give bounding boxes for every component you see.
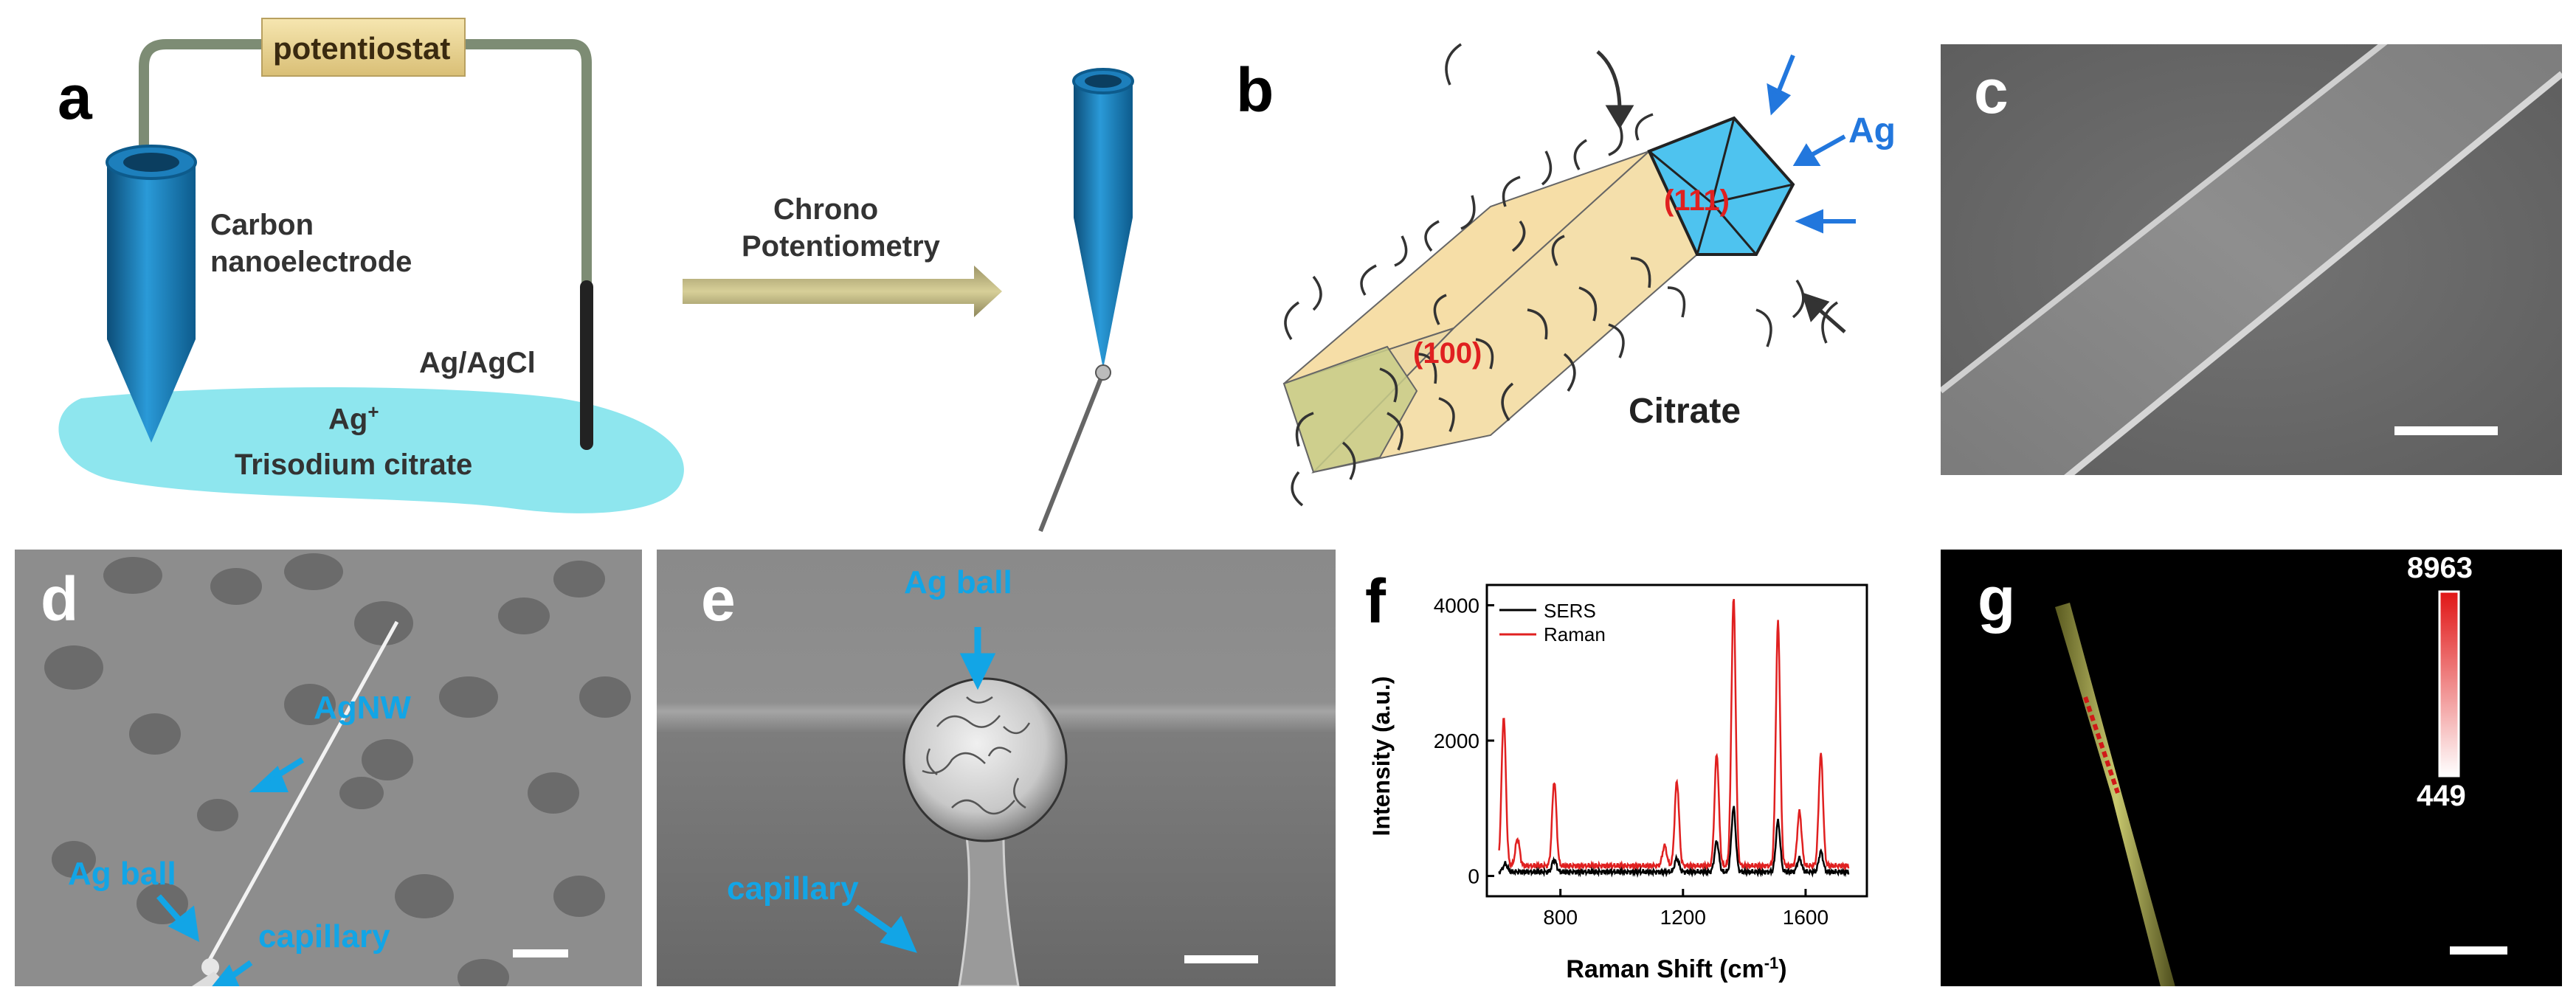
y-tick-label: 0: [1468, 865, 1479, 887]
x-axis-label-close: ): [1778, 955, 1786, 983]
wire: [465, 39, 592, 295]
carbon-nanoelectrode: [107, 162, 196, 443]
y-tick-label: 4000: [1434, 595, 1479, 617]
nanowire-body: [2055, 603, 2175, 986]
series-sers: [1498, 806, 1850, 879]
citrate-label: Citrate: [1629, 392, 1741, 431]
panel-c-sem: c: [1941, 44, 2562, 475]
silver-nanowire: [1038, 371, 1105, 533]
ag-ion-charge: +: [367, 401, 379, 423]
panel-letter: g: [1978, 564, 2016, 634]
potentiostat-box: [261, 18, 466, 77]
nanowire-sem-image: [1941, 44, 2562, 475]
panel-b: b (100) (111) Ag Citrate: [1195, 0, 1919, 546]
legend: SERS Raman: [1499, 600, 1606, 645]
capillary-shaft: [958, 836, 1020, 986]
panel-letter: a: [58, 63, 92, 132]
ag-label: Ag: [1848, 111, 1896, 150]
panel-f-spectrum: f 0 2000 4000 800 1200 1600 Intensity (a.u.)…: [1343, 550, 1926, 992]
scale-bar: [2450, 946, 2507, 955]
prism-end-111: [1647, 116, 1795, 256]
panel-e-sem: e Ag ball capillary: [657, 550, 1336, 986]
panel-letter: c: [1974, 57, 2009, 126]
colorbar-min-label: 449: [2417, 780, 2466, 812]
ag-ion-label: Ag+: [328, 401, 379, 436]
agnw-line: [206, 620, 399, 964]
nanowire-growth-diagram: [1282, 43, 1856, 507]
ag-ball-label: Ag ball: [904, 564, 1012, 600]
agnw-label: AgNW: [314, 690, 411, 726]
capillary-label: capillary: [258, 918, 390, 955]
colorbar: [2438, 590, 2460, 777]
carbon-label: Carbon: [210, 209, 314, 241]
panel-letter: d: [41, 564, 79, 634]
scale-bar: [513, 949, 568, 957]
capillary-label: capillary: [727, 870, 859, 907]
legend-raman: Raman: [1544, 623, 1606, 645]
electrodeposition-schematic: [58, 18, 1134, 533]
ag-ball-icon: [201, 958, 219, 976]
series-raman: [1498, 598, 1850, 872]
facet-100-label: (100): [1413, 337, 1482, 370]
modified-nanoelectrode: [1074, 81, 1133, 369]
ag-ion-symbol: Ag: [328, 403, 368, 436]
ag-agcl-electrode: [580, 280, 593, 450]
nanoelectrode-label: nanoelectrode: [210, 246, 412, 278]
ag-agcl-label: Ag/AgCl: [419, 347, 536, 379]
panel-letter: b: [1236, 55, 1274, 125]
ag-ball-sem-image: [657, 550, 1336, 986]
panel-d-micrograph: d AgNW Ag ball capillary: [15, 550, 642, 986]
x-tick-label: 800: [1543, 906, 1578, 929]
process-arrow: [683, 266, 1002, 317]
ag-arrows: [1767, 54, 1856, 234]
citrate-arrows: [1596, 50, 1846, 333]
scale-bar: [1184, 955, 1258, 963]
potentiometry-label: Potentiometry: [742, 230, 940, 263]
chrono-label: Chrono: [773, 193, 879, 226]
citrate-squiggles: [1284, 43, 1838, 507]
legend-sers: SERS: [1544, 600, 1596, 622]
y-axis-label: Intensity (a.u.): [1368, 676, 1395, 837]
x-axis-label: Raman Shift (cm-1): [1566, 954, 1786, 984]
solution-puddle: [58, 387, 684, 513]
panel-letter: f: [1365, 567, 1386, 636]
ag-ball-icon: [1095, 364, 1111, 381]
agnw-optical-image: [15, 550, 642, 986]
x-tick-label: 1600: [1783, 906, 1829, 929]
x-axis-label-sup: -1: [1764, 954, 1779, 972]
trisodium-citrate-label: Trisodium citrate: [235, 448, 473, 481]
ag-ball-label: Ag ball: [68, 856, 176, 892]
colorbar-max-label: 8963: [2407, 552, 2473, 584]
panel-letter: e: [701, 564, 736, 634]
y-ticks: 0 2000 4000: [1434, 595, 1494, 887]
y-tick-label: 2000: [1434, 730, 1479, 752]
x-tick-label: 1200: [1660, 906, 1706, 929]
panel-g-map: g 8963 449: [1941, 550, 2562, 986]
scale-bar: [2394, 426, 2498, 435]
wire: [139, 39, 266, 151]
sers-intensity-map: [2055, 590, 2507, 986]
x-ticks: 800 1200 1600: [1543, 889, 1829, 929]
sers-hotspot-line: [2083, 696, 2120, 794]
facet-111-label: (111): [1664, 184, 1730, 217]
panel-a: a potentiostat Carbon nanoelectrode Ag/A…: [0, 0, 1151, 546]
potentiostat-label: potentiostat: [273, 31, 451, 66]
plot-area: [1498, 598, 1850, 879]
raman-spectrum-chart: 0 2000 4000 800 1200 1600 Intensity (a.u.) R…: [1368, 583, 1868, 984]
x-axis-label-main: Raman Shift (cm: [1566, 955, 1764, 983]
